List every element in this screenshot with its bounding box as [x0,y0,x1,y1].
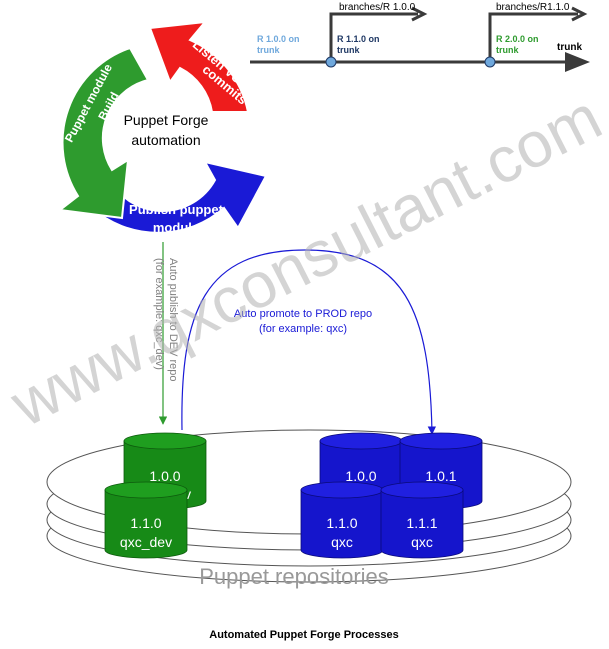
svg-text:trunk: trunk [257,45,280,55]
trunk-label: trunk [557,42,582,53]
branch-line-1 [329,12,418,62]
prod-repo-name: qxc [331,534,353,550]
blue-segment-label-line1: Publish puppet [129,202,224,217]
red-cycle-arrow [148,20,250,113]
prod-repo-cylinder: 1.1.1 qxc [380,481,464,559]
branch-arrow-2 [571,6,588,22]
release-label-2: R 1.1.0 on trunk [337,34,380,55]
release-marker-2 [484,56,496,68]
prod-promote-arrow [181,249,437,435]
cycle-center-title: Puppet Forge [124,112,209,128]
svg-text:trunk: trunk [337,45,360,55]
blue-cycle-arrow [90,160,268,234]
diagram-caption: Automated Puppet Forge Processes [209,629,399,641]
svg-text:trunk: trunk [496,45,519,55]
release-label-3: R 2.0.0 on trunk [496,34,539,55]
blue-segment-label-line2: module [153,220,199,235]
prod-repo-version: 1.0.1 [425,468,456,484]
dev-publish-label-line1: Auto publish to DEV repo [167,258,179,382]
prod-promote-label-line2: (for example: qxc) [259,323,347,335]
branch-label-1: branches/R 1.0.0 [339,2,416,13]
dev-repositories: 1.0.0 qxc_dev 1.1.0 qxc_dev [104,432,207,559]
green-cycle-arrow [57,46,150,220]
version-timeline: trunk branches/R 1.0.0 branches/R1.1.0 R… [250,2,590,72]
prod-repo-name: qxc [411,534,433,550]
svg-text:R 1.0.0 on: R 1.0.0 on [257,34,300,44]
prod-repositories: 1.0.0 1.0.1 1.1.0 qxc 1.1.1 qxc [300,432,483,559]
prod-promote-label-line1: Auto promote to PROD repo [234,308,372,320]
branch-label-2: branches/R1.1.0 [496,2,570,13]
prod-repo-cylinder: 1.1.0 qxc [300,481,384,559]
dev-repo-cylinder: 1.1.0 qxc_dev [104,481,188,559]
dev-repo-version: 1.0.0 [149,468,180,484]
prod-repo-version: 1.1.1 [406,515,437,531]
release-label-1: R 1.0.0 on trunk [257,34,300,55]
svg-text:R 1.1.0 on: R 1.1.0 on [337,34,380,44]
branch-arrow-1 [411,6,428,22]
dev-publish-flow: Auto publish to DEV repo (for example: q… [153,242,179,425]
dev-repo-name: qxc_dev [120,534,172,550]
dev-repo-version: 1.1.0 [130,515,161,531]
svg-text:R 2.0.0 on: R 2.0.0 on [496,34,539,44]
platform-label: Puppet repositories [199,564,389,589]
dev-publish-label-line2: (for example: qxc_dev) [153,258,165,370]
release-marker-1 [325,56,337,68]
prod-repo-version: 1.0.0 [345,468,376,484]
trunk-arrowhead [565,52,590,72]
prod-promote-flow: Auto promote to PROD repo (for example: … [181,249,437,435]
prod-repo-version: 1.1.0 [326,515,357,531]
process-cycle: Puppet Forge automation Listen VSC commi… [57,20,268,235]
branch-line-2 [488,12,578,62]
cycle-center-subtitle: automation [131,132,200,148]
